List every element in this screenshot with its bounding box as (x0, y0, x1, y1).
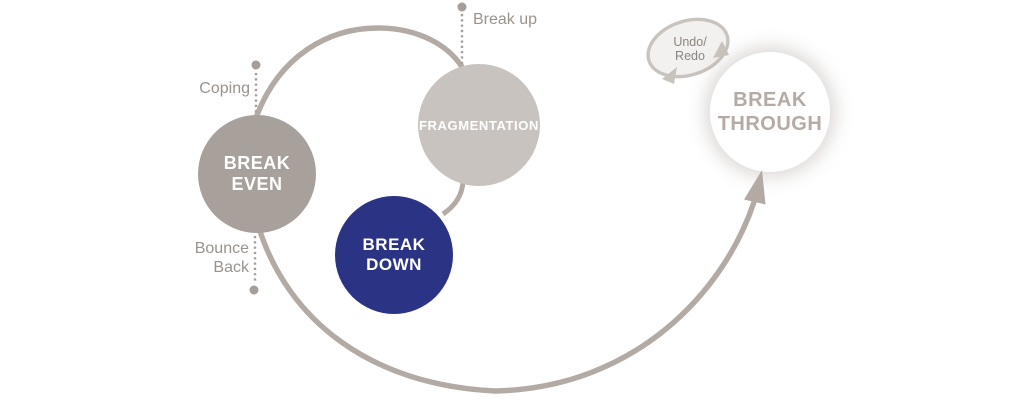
undo-redo-arrowhead-right (713, 41, 729, 58)
dot-bounce-back (249, 285, 259, 295)
node-break-through: BREAK THROUGH (710, 52, 830, 172)
node-fragmentation: FRAGMENTATION (418, 64, 540, 186)
connector-fragmentation-to-break-down (441, 181, 466, 217)
undo-redo-ellipse (646, 17, 730, 79)
break-up-label: Break up (473, 11, 538, 28)
undo-redo-arrowhead-left (662, 67, 677, 84)
bounce-back-label: Bounce Back (194, 240, 249, 276)
dot-coping (251, 60, 261, 70)
undo-redo-label: Undo/ Redo (673, 35, 707, 63)
undo-redo-loop (646, 17, 730, 84)
node-break-down: BREAK DOWN (335, 196, 453, 314)
node-break-through-label: BREAK THROUGH (717, 89, 823, 135)
node-break-even: BREAK EVEN (198, 115, 316, 233)
node-break-even-label: BREAK EVEN (223, 153, 291, 194)
coping-label: Coping (199, 80, 250, 97)
node-break-down-label: BREAK DOWN (362, 235, 426, 274)
dot-break-up (457, 2, 467, 12)
arc-sweep-to-break-through (256, 199, 757, 394)
node-fragmentation-label: FRAGMENTATION (419, 117, 539, 133)
arc-break-even-to-fragmentation (254, 25, 465, 118)
